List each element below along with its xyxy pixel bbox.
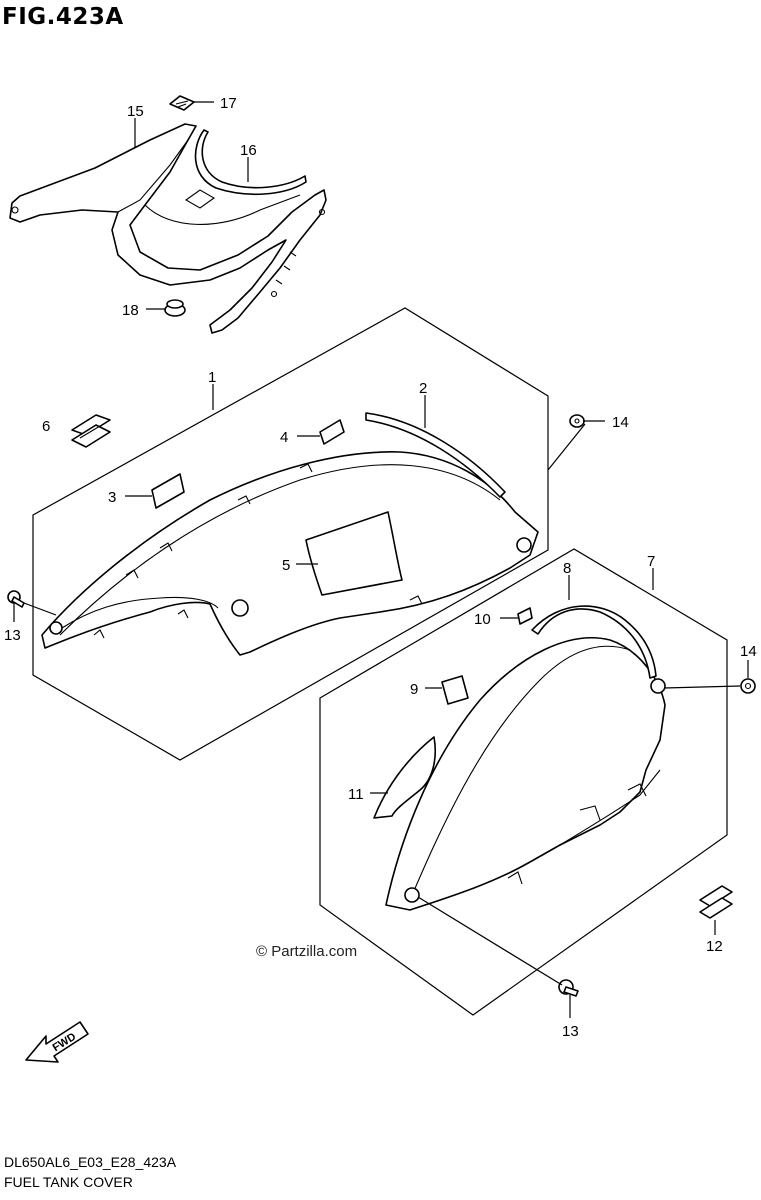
callout-9: 9 — [410, 681, 418, 698]
fwd-arrow-icon: FWD — [25, 1021, 89, 1063]
callout-13-upper: 13 — [4, 627, 21, 644]
diagram-name: FUEL TANK COVER — [4, 1174, 133, 1190]
callout-17: 17 — [220, 95, 237, 112]
part-13-screw-lower — [558, 979, 579, 997]
part-14-nut-lower — [740, 678, 756, 694]
part-1-fuel-tank-side-cover — [41, 451, 539, 656]
callout-2: 2 — [419, 380, 427, 397]
part-16-trim-strip — [194, 129, 307, 196]
part-6-emblem — [71, 414, 111, 448]
part-14-nut-upper — [569, 414, 585, 428]
callout-1: 1 — [208, 369, 216, 386]
callout-7: 7 — [647, 553, 655, 570]
part-4-label — [319, 419, 345, 445]
callout-6: 6 — [42, 418, 50, 435]
group-box-1 — [32, 307, 549, 761]
part-7-fuel-tank-side-cover — [385, 637, 666, 911]
callout-18: 18 — [122, 302, 139, 319]
callout-15: 15 — [127, 103, 144, 120]
part-17-emblem — [169, 95, 195, 111]
callout-5: 5 — [282, 557, 290, 574]
part-13-screw-upper — [7, 590, 25, 608]
part-2-trim-strip — [365, 412, 506, 498]
callout-13-lower: 13 — [562, 1023, 579, 1040]
diagram-code: DL650AL6_E03_E28_423A — [4, 1154, 177, 1170]
callout-11: 11 — [348, 786, 364, 803]
callout-labels: 17 15 16 18 1 2 4 6 3 5 14 13 7 8 10 9 1… — [4, 95, 757, 1040]
callout-10: 10 — [474, 611, 491, 628]
figure-title: FIG.423A — [2, 4, 124, 30]
part-8-trim-strip — [531, 605, 657, 679]
part-12-emblem — [699, 885, 733, 919]
callout-14-upper: 14 — [612, 414, 629, 431]
callout-12: 12 — [706, 938, 723, 955]
leader-lines — [13, 101, 749, 1018]
part-18-grommet — [164, 299, 186, 317]
callout-8: 8 — [563, 560, 571, 577]
part-9-label — [441, 675, 469, 705]
part-5-caution-label — [305, 511, 403, 596]
callout-16: 16 — [240, 142, 257, 159]
part-11-reflector — [373, 736, 436, 819]
watermark: © Partzilla.com — [256, 943, 358, 960]
group-box-7 — [319, 548, 728, 1016]
part-3-label — [151, 473, 185, 509]
callout-14-lower: 14 — [740, 643, 757, 660]
callout-3: 3 — [108, 489, 116, 506]
callout-4: 4 — [280, 429, 288, 446]
part-10-label — [517, 607, 533, 625]
part-15-center-cover — [9, 123, 327, 334]
